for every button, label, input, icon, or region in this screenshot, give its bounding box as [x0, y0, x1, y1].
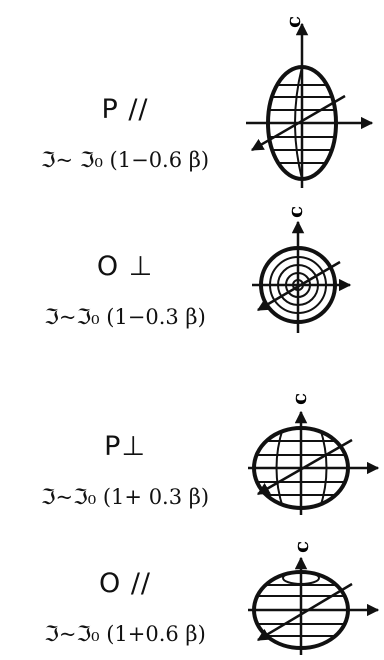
prolate-ellipsoid-icon [246, 22, 374, 188]
panel-3-formula: ℑ~ℑ₀ (1+ 0.3 β) [40, 485, 210, 509]
panel-3-axis-label: c [287, 393, 311, 405]
panel-2-name: O ⊥ [96, 251, 154, 282]
panel-1-formula: ℑ~ ℑ₀ (1−0.6 β) [40, 148, 210, 172]
panel-4-name: O // [98, 568, 152, 599]
panel-1-name: P // [101, 94, 149, 125]
flattened-ellipsoid-icon [248, 556, 380, 655]
panel-2-labels: O ⊥ ℑ~ℑ₀ (1−0.3 β) [0, 252, 250, 330]
panel-3-labels: P⊥ ℑ~ℑ₀ (1+ 0.3 β) [0, 432, 250, 510]
panel-1-labels: P // ℑ~ ℑ₀ (1−0.6 β) [0, 95, 250, 173]
panel-2-formula: ℑ~ℑ₀ (1−0.3 β) [44, 305, 206, 329]
panel-3-name: P⊥ [104, 431, 146, 462]
panel-1-axis-label: c [281, 16, 305, 28]
concentric-rings-icon [252, 220, 352, 333]
panel-2-axis-label: c [283, 206, 307, 218]
panel-4-axis-label: c [289, 541, 313, 553]
panel-4-labels: O // ℑ~ℑ₀ (1+0.6 β) [0, 569, 250, 647]
panel-4-formula: ℑ~ℑ₀ (1+0.6 β) [44, 622, 206, 646]
oblate-ellipsoid-icon [248, 410, 380, 515]
